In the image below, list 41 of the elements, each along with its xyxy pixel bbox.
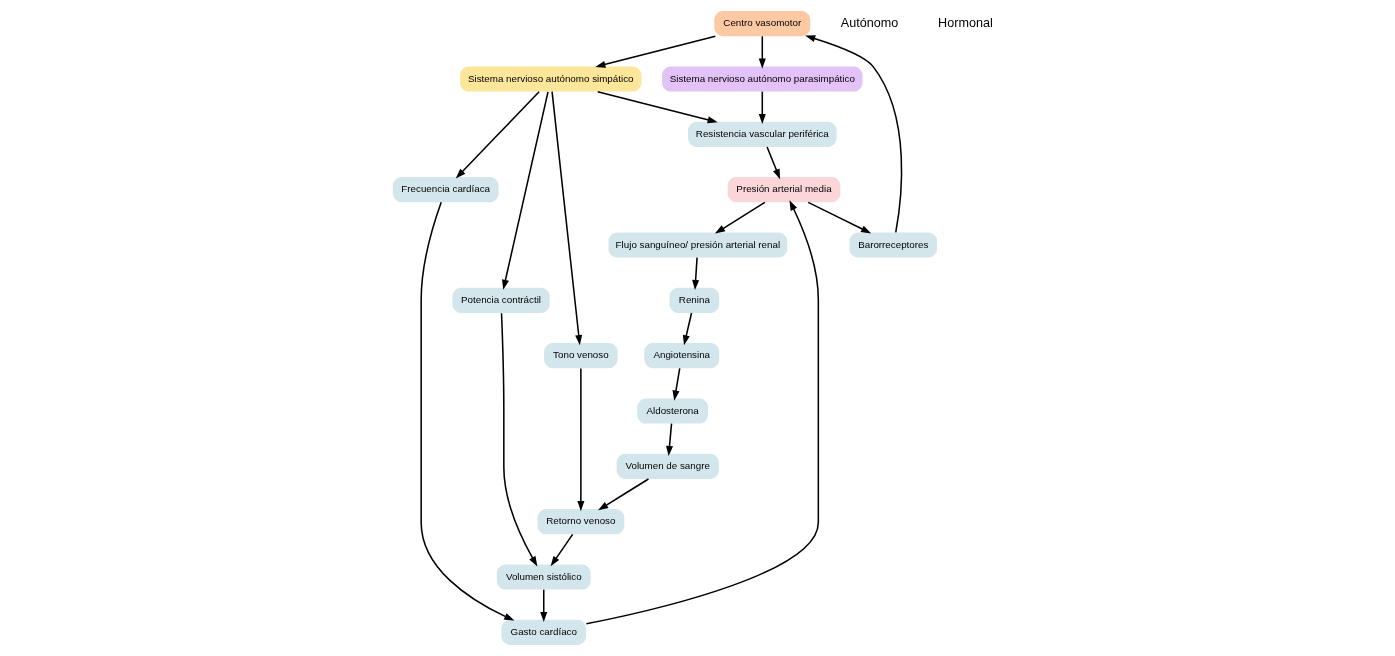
arrow bbox=[577, 367, 585, 512]
node-box: Sistema nervioso autónomo parasimpático bbox=[662, 66, 863, 92]
arrow bbox=[455, 91, 540, 179]
arrow bbox=[550, 533, 574, 567]
arrow bbox=[502, 91, 549, 290]
node-box: Volumen de sangre bbox=[616, 453, 719, 479]
arrow bbox=[420, 201, 515, 621]
arrow bbox=[598, 478, 650, 511]
arrow bbox=[807, 201, 872, 234]
node-box: Barorreceptores bbox=[849, 232, 938, 258]
node-box: Renina bbox=[669, 287, 720, 313]
arrow bbox=[672, 367, 681, 401]
node-box: Gasto cardíaco bbox=[501, 619, 587, 645]
arrow bbox=[805, 35, 903, 234]
node-box: Frecuencia cardíaca bbox=[392, 177, 499, 203]
node-box: Potencia contráctil bbox=[452, 287, 550, 313]
node-box: Aldosterona bbox=[637, 398, 708, 424]
node-box: Sistema nervioso autónomo simpático bbox=[460, 66, 642, 92]
arrow bbox=[714, 201, 766, 234]
arrow bbox=[758, 90, 766, 125]
arrow bbox=[692, 256, 700, 291]
arrow bbox=[595, 35, 717, 68]
node-box: Tono venoso bbox=[544, 343, 618, 369]
node-box: Angiotensina bbox=[644, 343, 720, 369]
label: Hormonal bbox=[938, 15, 993, 30]
arrow bbox=[666, 422, 674, 457]
arrow bbox=[551, 90, 583, 346]
arrow bbox=[766, 146, 781, 180]
node-box: Presión arterial media bbox=[727, 177, 841, 203]
node-box: Retorno venoso bbox=[537, 509, 625, 535]
arrow bbox=[500, 312, 538, 567]
arrow bbox=[758, 35, 766, 69]
node-box: Centro vasomotor bbox=[714, 11, 811, 37]
arrow bbox=[596, 90, 718, 124]
node-box: Flujo sanguíneo/ presión arterial renal bbox=[608, 232, 788, 258]
node-box: Volumen sistólico bbox=[496, 564, 591, 590]
arrow bbox=[585, 200, 820, 625]
node-box: Resistencia vascular periférica bbox=[688, 121, 837, 147]
arrow bbox=[540, 588, 548, 623]
label: Autónomo bbox=[840, 15, 899, 30]
arrow bbox=[682, 312, 693, 346]
